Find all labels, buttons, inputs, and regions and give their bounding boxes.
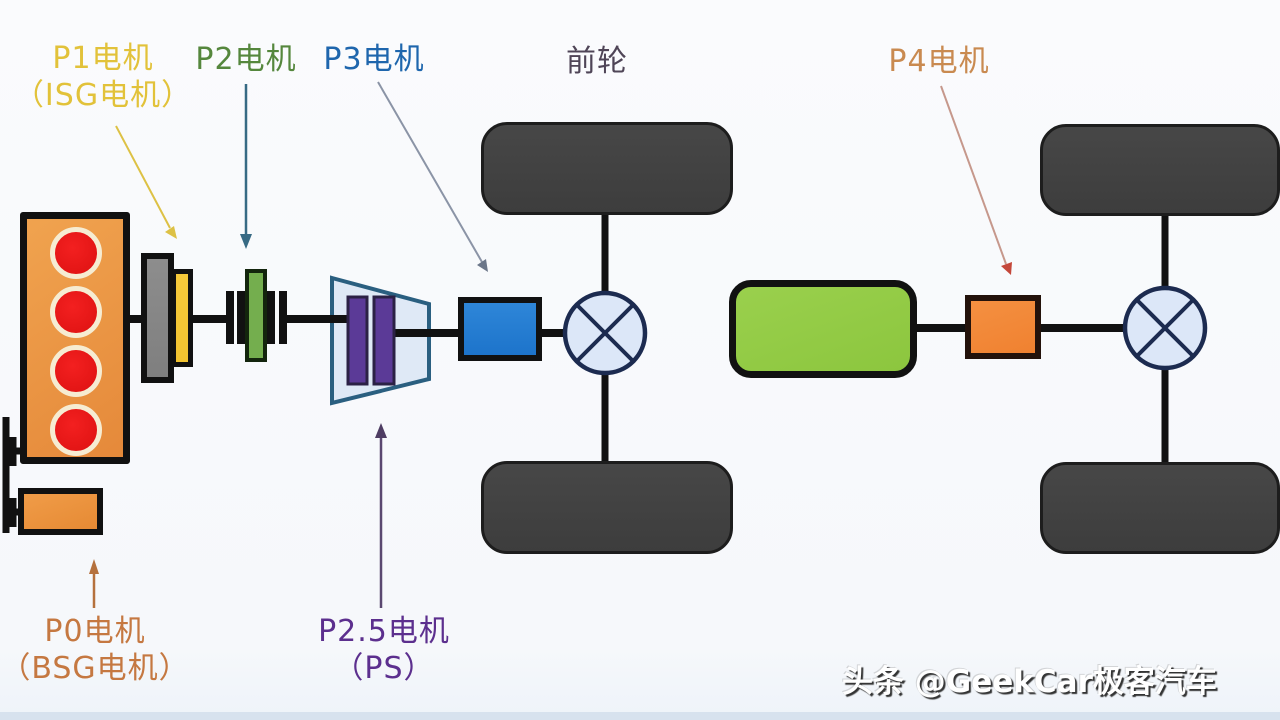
- p1-motor: [171, 269, 193, 367]
- p3-arrow-head: [477, 259, 488, 272]
- rear-differential-x: [1135, 298, 1195, 358]
- p0-motor: [18, 488, 103, 535]
- p3-motor: [458, 297, 542, 361]
- label-front-wheel: 前轮: [566, 44, 628, 79]
- p25-arrow-head: [375, 423, 387, 438]
- label-p25-title: P2.5电机: [318, 614, 450, 649]
- label-p0-subtitle: （BSG电机）: [0, 651, 190, 686]
- rear-wheel-right: [1040, 462, 1280, 554]
- p0-arrow-head: [89, 559, 99, 574]
- label-p3-motor: P3电机: [323, 42, 425, 77]
- flywheel: [141, 253, 174, 383]
- engine-cylinder-4: [50, 404, 102, 456]
- watermark-geekcar: 头条 @GeekCar极客汽车: [842, 664, 1217, 700]
- p2-motor: [245, 269, 267, 362]
- belt-pulley-p0: [6, 498, 20, 527]
- label-p4-motor: P4电机: [888, 44, 990, 79]
- bottom-edge-strip: [0, 712, 1280, 720]
- front-differential-x: [575, 303, 635, 363]
- label-p1-motor: P1电机 （ISG电机）: [14, 40, 192, 114]
- p1-arrow-head: [165, 226, 177, 239]
- p25-motor-plate-1: [346, 295, 369, 386]
- p3-arrow-line: [377, 81, 483, 263]
- engine-cylinder-1: [50, 227, 102, 279]
- front-wheel-right: [481, 461, 733, 554]
- battery-pack: [729, 280, 917, 378]
- p2-arrow-head: [240, 234, 252, 249]
- p25-motor-plate-2: [372, 295, 396, 386]
- label-p0-title: P0电机: [44, 614, 146, 649]
- label-p1-subtitle: （ISG电机）: [13, 78, 193, 113]
- p4-motor: [965, 295, 1041, 359]
- engine-cylinder-3: [50, 345, 102, 397]
- p4-arrow-head: [1001, 262, 1012, 275]
- front-wheel-left: [481, 122, 733, 215]
- label-p1-title: P1电机: [52, 41, 154, 76]
- label-p0-motor: P0电机 （BSG电机）: [0, 613, 189, 687]
- label-p25-motor: P2.5电机 （PS）: [318, 613, 450, 687]
- belt-pulley-engine: [6, 437, 20, 466]
- p4-arrow-line: [940, 85, 1007, 265]
- engine-cylinder-2: [50, 286, 102, 338]
- label-p25-subtitle: （PS）: [333, 651, 435, 686]
- p1-arrow-line: [115, 125, 171, 229]
- rear-wheel-left: [1040, 124, 1280, 216]
- label-p2-motor: P2电机: [195, 42, 297, 77]
